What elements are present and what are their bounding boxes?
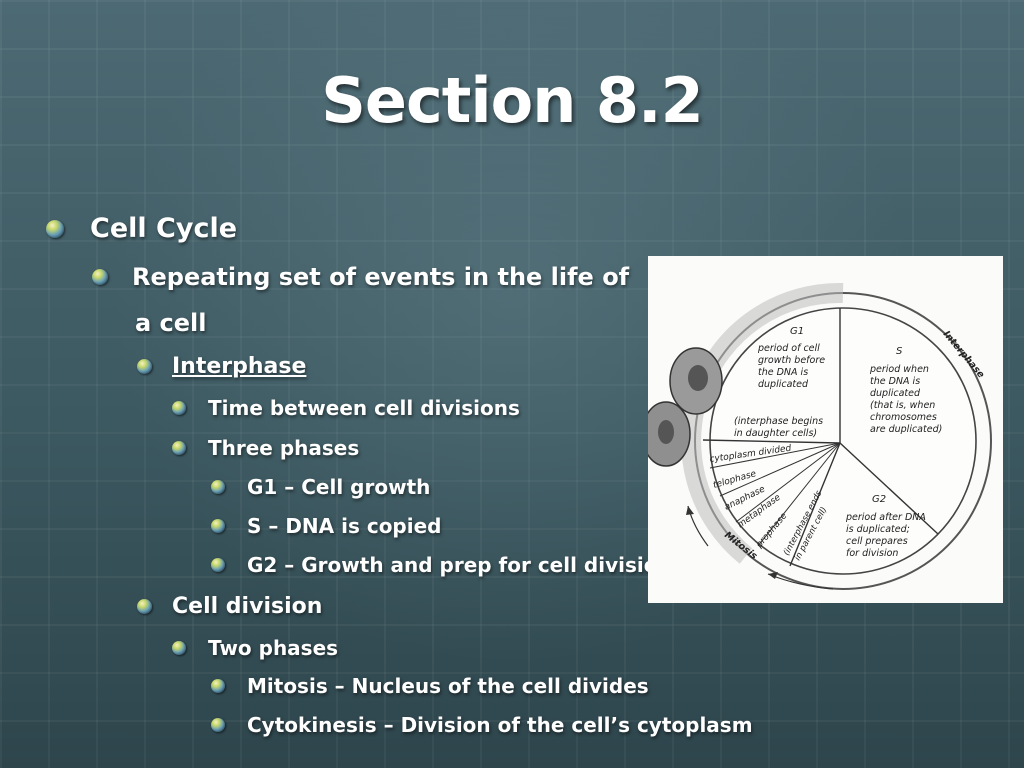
cell-cycle-diagram: G1 period of cell growth before the DNA …	[648, 256, 1003, 603]
bullet-text: G2 – Growth and prep for cell division	[247, 553, 672, 577]
g1-desc-0: period of cell	[757, 343, 820, 354]
s-desc-5: are duplicated)	[870, 424, 942, 435]
bullet-icon	[211, 679, 225, 693]
nucleus-icon	[688, 365, 708, 391]
g1-desc-2: the DNA is	[758, 367, 808, 378]
bullet-icon	[92, 269, 108, 285]
divider-s-g2	[839, 442, 939, 535]
interphase-begins-1: in daughter cells)	[734, 428, 817, 439]
bullet-icon	[211, 480, 225, 494]
divider-mitosis-g2	[789, 442, 841, 567]
g1-desc-3: duplicated	[758, 379, 809, 390]
bullet-two-phases: Two phases	[172, 636, 338, 660]
bullet-text: G1 – Cell growth	[247, 475, 431, 499]
bullet-mitosis: Mitosis – Nucleus of the cell divides	[211, 674, 649, 698]
g2-desc-0: period after DNA	[845, 512, 926, 523]
divider-g1-mitosis	[702, 439, 841, 444]
bullet-s: S – DNA is copied	[211, 514, 441, 538]
bullet-text: Three phases	[208, 436, 360, 460]
bullet-icon	[211, 519, 225, 533]
g1-desc-1: growth before	[758, 355, 825, 366]
bullet-text: Mitosis – Nucleus of the cell divides	[247, 674, 649, 698]
bullet-interphase: Interphase	[137, 354, 306, 379]
bullet-text: Two phases	[208, 636, 339, 660]
bullet-text: a cell	[135, 309, 207, 337]
slide-title: Section 8.2	[321, 64, 704, 137]
g2-label: G2	[872, 494, 886, 505]
g2-desc-1: is duplicated;	[846, 524, 910, 535]
nucleus-icon	[658, 420, 674, 444]
s-desc-1: the DNA is	[870, 376, 920, 387]
g2-desc-2: cell prepares	[846, 536, 908, 547]
bullet-text: Interphase	[172, 354, 307, 379]
bullet-time-between: Time between cell divisions	[172, 396, 520, 420]
bullet-icon	[172, 401, 186, 415]
bullet-icon	[172, 641, 186, 655]
bullet-g2: G2 – Growth and prep for cell division	[211, 553, 672, 577]
s-desc-4: chromosomes	[870, 412, 937, 423]
bullet-icon	[172, 441, 186, 455]
bullet-repeating-cont: a cell	[135, 309, 207, 337]
arrow-head-icon	[768, 572, 778, 579]
bullet-cytokinesis: Cytokinesis – Division of the cell’s cyt…	[211, 713, 753, 737]
bullet-text: Repeating set of events in the life of	[132, 263, 630, 291]
divider-metaphase	[735, 442, 841, 523]
s-desc-2: duplicated	[870, 388, 921, 399]
bullet-text: Cell division	[172, 594, 323, 619]
bullet-icon	[46, 219, 64, 238]
g2-desc-3: for division	[846, 548, 898, 559]
s-label: S	[896, 346, 903, 357]
divider-telophase	[709, 442, 841, 469]
bullet-text: Cell Cycle	[90, 213, 238, 244]
divider-prophase	[757, 442, 841, 547]
bullet-repeating: Repeating set of events in the life of	[92, 263, 629, 291]
s-desc-0: period when	[869, 364, 929, 375]
arrow-head-icon	[686, 506, 694, 515]
cell-cycle-diagram-svg: G1 period of cell growth before the DNA …	[648, 282, 992, 590]
bullet-icon	[211, 558, 225, 572]
bullet-text: Cytokinesis – Division of the cell’s cyt…	[247, 713, 753, 737]
bullet-g1: G1 – Cell growth	[211, 475, 430, 499]
divider-anaphase	[719, 442, 841, 497]
bullet-text: Time between cell divisions	[208, 396, 520, 420]
interphase-begins-0: (interphase begins	[734, 416, 823, 427]
bullet-icon	[211, 718, 225, 732]
bullet-cell-cycle: Cell Cycle	[46, 213, 237, 244]
g1-label: G1	[790, 326, 804, 337]
bullet-icon	[137, 599, 152, 614]
bullet-text: S – DNA is copied	[247, 514, 442, 538]
s-desc-3: (that is, when	[870, 400, 935, 411]
bullet-cell-division: Cell division	[137, 594, 322, 619]
bullet-icon	[137, 359, 152, 374]
bullet-three-phases: Three phases	[172, 436, 359, 460]
